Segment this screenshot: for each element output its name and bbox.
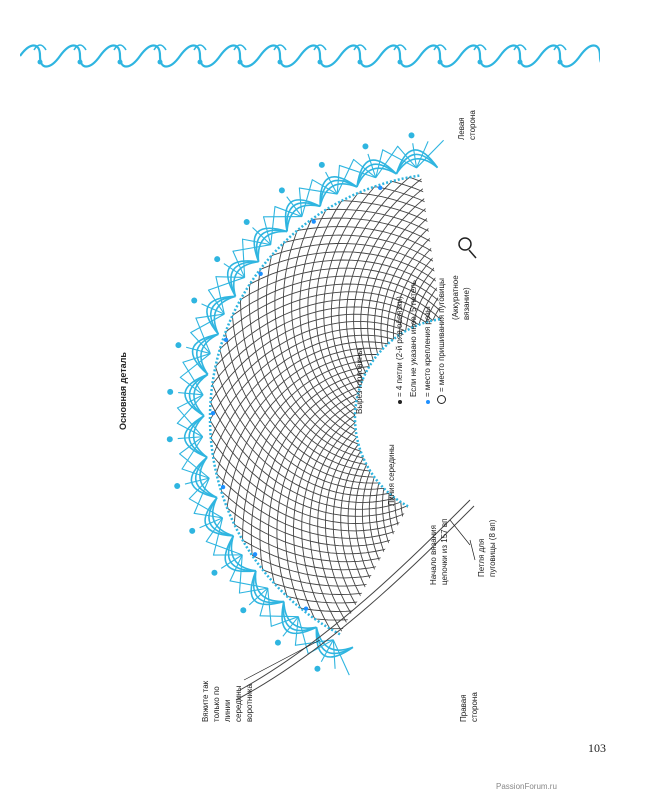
button-ring-icon [458, 237, 477, 259]
label-left-side: Левая сторона [457, 110, 477, 140]
center-line-marker [235, 499, 475, 701]
mesh-outer-edge [208, 174, 422, 636]
legend-text: = место крепления розы [423, 306, 432, 397]
label-neckline: Вырез горловины [355, 348, 364, 414]
label-center-line: Линия середины [387, 444, 396, 506]
legend-row-dot: = 4 петли (2-й ряд обвязки). [393, 278, 407, 404]
neck-edge [353, 317, 442, 508]
legend-row-default: Если не указано иное, 5 петель [407, 278, 421, 404]
legend-text: = место пришивания пуговицы [437, 278, 446, 392]
watermark: PassionForum.ru [496, 782, 557, 791]
legend-row-blue-dot: = место крепления розы [421, 278, 435, 404]
blue-dots [210, 185, 383, 611]
legend-text: = 4 петли (2-й ряд обвязки). [395, 293, 404, 397]
dot-blue-icon [425, 400, 430, 404]
label-button-loop: Петля для пуговицы (8 вп) [477, 519, 497, 577]
page-number: 103 [588, 741, 606, 755]
label-right-side: Правая сторона [459, 692, 479, 722]
label-chain-start: Начало вязания цепочки из 157 вп [429, 518, 449, 585]
label-careful-note: (Аккуратное вязание) [451, 275, 471, 320]
diagram-title: Основная деталь [118, 352, 128, 430]
mesh-net [210, 175, 442, 635]
label-knit-note: Вяжите так только по линии середины воро… [201, 680, 254, 722]
dot-icon [397, 400, 402, 404]
leader-lines [243, 519, 476, 681]
ring-icon [437, 395, 447, 404]
legend: = 4 петли (2-й ряд обвязки). Если не ука… [393, 278, 449, 404]
outer-scallop-edging [166, 132, 444, 676]
lace-border-ornament [20, 44, 600, 68]
legend-text: Если не указано иное, 5 петель [409, 280, 418, 397]
legend-row-ring: = место пришивания пуговицы [435, 278, 449, 404]
